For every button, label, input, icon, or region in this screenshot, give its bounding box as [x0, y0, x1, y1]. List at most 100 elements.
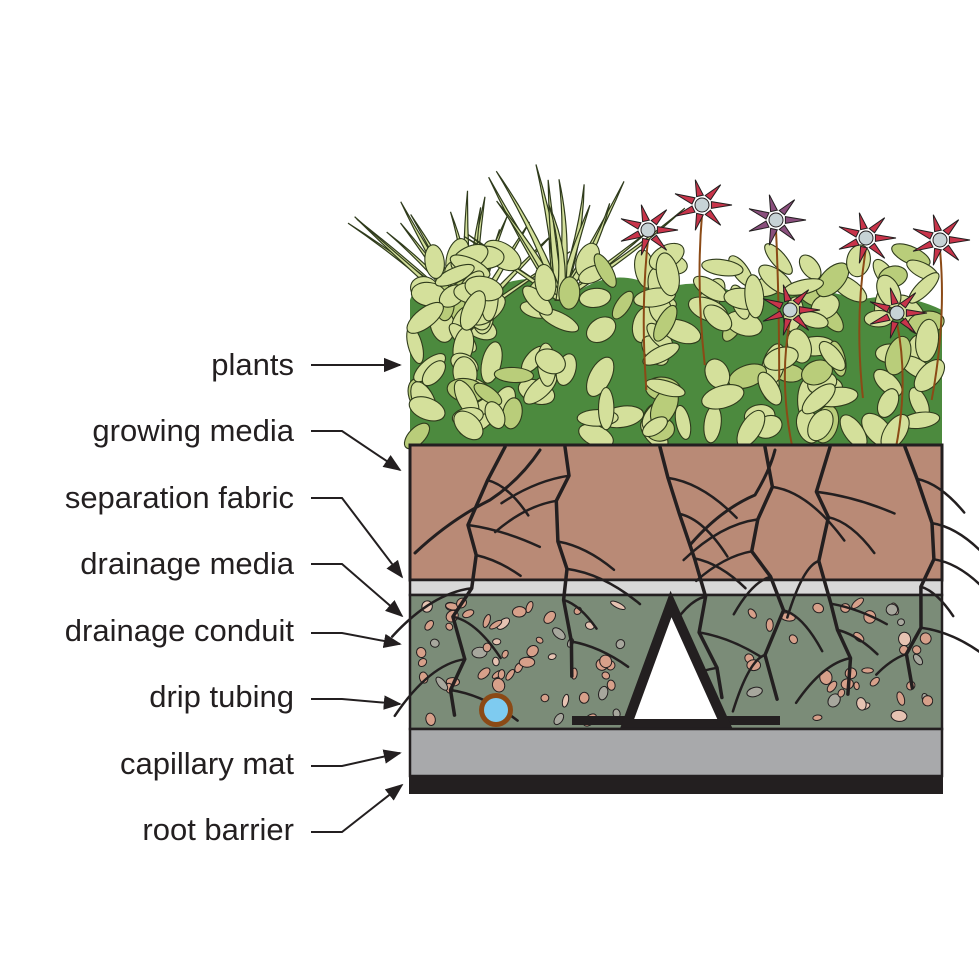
flower: [620, 204, 679, 256]
stone: [610, 600, 626, 611]
petal: [656, 226, 679, 234]
stone: [788, 634, 798, 645]
flower: [674, 179, 733, 231]
stone: [492, 656, 500, 667]
leaf: [421, 360, 446, 387]
separation-fabric-layer: [408, 578, 944, 597]
stone: [526, 645, 539, 658]
stone: [497, 669, 506, 680]
flower-stem: [642, 239, 649, 391]
growing-media-layer: [408, 443, 944, 582]
leaf: [484, 401, 506, 430]
stone: [547, 653, 557, 660]
flower: [748, 194, 807, 246]
root-branch: [688, 448, 777, 547]
root-branch: [875, 652, 908, 676]
capillary-mat-layer: [408, 727, 944, 778]
flower: [762, 284, 821, 336]
flower-stem: [698, 214, 706, 366]
stone: [578, 691, 590, 704]
leaf: [406, 301, 444, 334]
root-branch: [393, 657, 467, 718]
stone: [746, 686, 763, 698]
drip-tubing-shape: [479, 693, 513, 727]
leaf: [434, 263, 475, 287]
root-branch: [815, 490, 896, 515]
flower: [912, 214, 971, 266]
leaf: [424, 244, 445, 279]
label-separation-fabric: separation fabric: [64, 480, 294, 515]
stone: [492, 638, 502, 646]
petal: [620, 218, 642, 230]
stone: [445, 622, 454, 631]
leaf: [578, 287, 612, 309]
stone: [912, 645, 922, 655]
leaf: [642, 416, 668, 438]
petal: [748, 208, 770, 220]
root-branch: [915, 477, 966, 514]
root-branch: [694, 550, 753, 583]
stone: [826, 680, 838, 693]
stone: [897, 618, 905, 627]
leaf: [459, 290, 486, 331]
stone: [417, 657, 428, 668]
stone: [597, 685, 609, 701]
leaf: [674, 404, 692, 440]
label-capillary-mat: capillary mat: [120, 746, 294, 781]
leaf: [798, 254, 822, 281]
arrow-drainage-conduit: [311, 632, 402, 649]
petal: [792, 314, 810, 331]
stone: [601, 671, 611, 680]
petal: [640, 237, 651, 256]
leaf: [534, 348, 566, 375]
root-branch: [500, 474, 571, 505]
stone: [890, 709, 908, 722]
leaf: [611, 290, 634, 320]
petal: [932, 247, 943, 266]
root-branch: [731, 653, 767, 713]
root-branch: [474, 553, 522, 578]
stone: [518, 656, 536, 668]
flower-stem: [930, 249, 943, 401]
petal: [798, 306, 821, 314]
stone: [482, 642, 492, 653]
petal: [694, 212, 705, 231]
leaf: [884, 335, 912, 376]
stone: [462, 609, 475, 619]
petal: [778, 199, 796, 216]
stone: [435, 676, 449, 691]
petal: [889, 320, 900, 339]
petal: [762, 298, 784, 310]
petal: [768, 227, 779, 246]
stone: [505, 668, 515, 681]
stone: [853, 681, 860, 691]
leaf: [818, 340, 846, 372]
petal: [782, 317, 793, 336]
petal: [650, 234, 668, 251]
root-branch: [413, 448, 542, 555]
petal: [899, 292, 917, 309]
root-branch: [827, 515, 876, 555]
callout-arrows: [311, 357, 404, 833]
petal: [838, 238, 860, 250]
stone: [812, 602, 825, 614]
stone: [424, 619, 435, 631]
leaf: [558, 276, 581, 310]
petal: [782, 284, 793, 303]
leaf: [403, 422, 431, 450]
root-branch: [570, 640, 630, 669]
root-branch: [732, 575, 772, 616]
flower-center: [640, 222, 656, 238]
stone: [561, 693, 570, 708]
root-branch: [565, 567, 642, 606]
root-branch: [829, 602, 889, 626]
stone: [491, 677, 506, 693]
leaf: [493, 366, 535, 384]
flower-center: [858, 230, 874, 246]
petal: [874, 234, 897, 242]
stone: [861, 667, 874, 674]
petal: [650, 209, 668, 226]
root-branch: [930, 521, 979, 552]
